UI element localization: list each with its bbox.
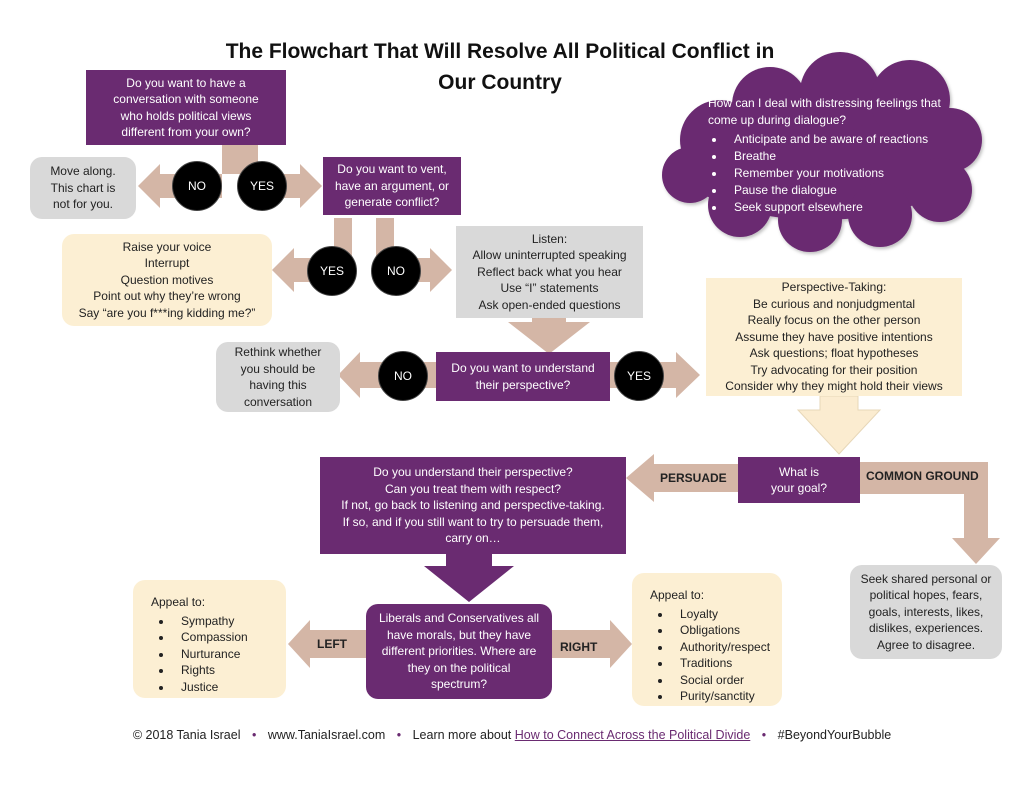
appeal-right-item: Social order bbox=[672, 672, 770, 689]
appeal-right-item: Purity/sanctity bbox=[672, 688, 770, 705]
morals-box: Liberals and Conservatives all have mora… bbox=[366, 604, 552, 699]
footer-separator: • bbox=[761, 728, 767, 742]
arrow-persuade-down bbox=[424, 554, 514, 602]
arrow-persuade bbox=[626, 454, 738, 502]
appeal-right-list: Loyalty Obligations Authority/respect Tr… bbox=[650, 606, 770, 705]
cloud-item: Pause the dialogue bbox=[726, 182, 968, 199]
question-understand: Do you want to understand their perspect… bbox=[436, 352, 610, 401]
persuade-box: Do you understand their perspective? Can… bbox=[320, 457, 626, 554]
cloud-shape bbox=[662, 52, 982, 252]
appeal-left-list: Sympathy Compassion Nurturance Rights Ju… bbox=[151, 613, 248, 696]
conflict-behaviors-box: Raise your voice Interrupt Question moti… bbox=[62, 234, 272, 326]
footer: © 2018 Tania Israel • www.TaniaIsrael.co… bbox=[0, 728, 1024, 742]
appeal-left-box: Appeal to: Sympathy Compassion Nurturanc… bbox=[133, 580, 286, 698]
footer-site: www.TaniaIsrael.com bbox=[267, 728, 386, 742]
cloud-item: Breathe bbox=[726, 148, 968, 165]
arrow-perspective-down bbox=[796, 395, 882, 455]
yes-circle-understand: YES bbox=[614, 351, 664, 401]
footer-book-link[interactable]: How to Connect Across the Political Divi… bbox=[514, 728, 751, 742]
move-along-box: Move along. This chart is not for you. bbox=[30, 157, 136, 219]
appeal-right-box: Appeal to: Loyalty Obligations Authority… bbox=[632, 573, 782, 706]
appeal-left-item: Justice bbox=[173, 679, 248, 696]
right-label: RIGHT bbox=[560, 640, 598, 654]
cloud-item: Seek support elsewhere bbox=[726, 199, 968, 216]
footer-separator: • bbox=[396, 728, 402, 742]
cloud-item: Remember your motivations bbox=[726, 165, 968, 182]
footer-separator: • bbox=[251, 728, 257, 742]
yes-circle-vent: YES bbox=[307, 246, 357, 296]
arrow-right bbox=[552, 620, 632, 668]
yes-circle-q1: YES bbox=[237, 161, 287, 211]
no-circle-understand: NO bbox=[378, 351, 428, 401]
distress-cloud: How can I deal with distressing feelings… bbox=[708, 95, 968, 216]
page-title: The Flowchart That Will Resolve All Poli… bbox=[225, 40, 775, 94]
question-goal: What is your goal? bbox=[738, 457, 860, 503]
cloud-item: Anticipate and be aware of reactions bbox=[726, 131, 968, 148]
appeal-right-item: Authority/respect bbox=[672, 639, 770, 656]
appeal-right-item: Obligations bbox=[672, 622, 770, 639]
appeal-left-item: Nurturance bbox=[173, 646, 248, 663]
appeal-left-item: Compassion bbox=[173, 629, 248, 646]
appeal-right-item: Loyalty bbox=[672, 606, 770, 623]
rethink-box: Rethink whether you should be having thi… bbox=[216, 342, 340, 412]
appeal-right-heading: Appeal to: bbox=[650, 588, 705, 602]
footer-copyright: © 2018 Tania Israel bbox=[132, 728, 241, 742]
arrow-listen-down bbox=[508, 318, 590, 354]
listen-box: Listen: Allow uninterrupted speaking Ref… bbox=[456, 226, 643, 318]
common-ground-label: COMMON GROUND bbox=[866, 469, 979, 483]
perspective-taking-box: Perspective-Taking: Be curious and nonju… bbox=[706, 278, 962, 396]
cloud-heading: How can I deal with distressing feelings… bbox=[708, 96, 941, 127]
left-label: LEFT bbox=[317, 637, 347, 651]
appeal-left-item: Sympathy bbox=[173, 613, 248, 630]
arrow-left bbox=[288, 620, 366, 668]
question-conversation: Do you want to have a conversation with … bbox=[86, 70, 286, 145]
question-vent: Do you want to vent, have an argument, o… bbox=[323, 157, 461, 215]
arrow-common-ground bbox=[860, 462, 1000, 564]
no-circle-vent: NO bbox=[371, 246, 421, 296]
footer-hashtag: #BeyondYourBubble bbox=[777, 728, 892, 742]
appeal-left-heading: Appeal to: bbox=[151, 595, 206, 609]
appeal-left-item: Rights bbox=[173, 662, 248, 679]
common-ground-box: Seek shared personal or political hopes,… bbox=[850, 565, 1002, 659]
cloud-list: Anticipate and be aware of reactions Bre… bbox=[708, 131, 968, 216]
no-circle-q1: NO bbox=[172, 161, 222, 211]
persuade-label: PERSUADE bbox=[660, 471, 727, 485]
footer-learn-prefix: Learn more about bbox=[412, 728, 515, 742]
appeal-right-item: Traditions bbox=[672, 655, 770, 672]
